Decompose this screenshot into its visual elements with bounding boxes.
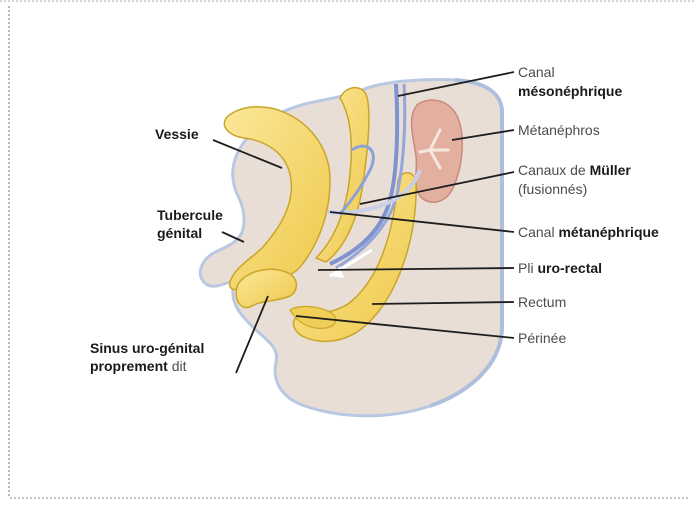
label-sinus-line2: proprement dit bbox=[90, 358, 186, 375]
label-sinus-line1: Sinus uro-génital bbox=[90, 340, 204, 357]
label-metanephros: Métanéphros bbox=[518, 122, 600, 139]
label-tubercule-line1: Tubercule bbox=[157, 207, 223, 224]
label-pli-urorectal: Pli uro-rectal bbox=[518, 260, 602, 277]
label-uro-rectal: uro-rectal bbox=[537, 260, 602, 276]
label-muller: Müller bbox=[590, 162, 631, 178]
label-canal-metanephrique: Canal métanéphrique bbox=[518, 224, 659, 241]
label-canal-meso-line2: mésonéphrique bbox=[518, 83, 622, 100]
label-rectum: Rectum bbox=[518, 294, 566, 311]
label-vessie: Vessie bbox=[155, 126, 199, 143]
label-perinee: Périnée bbox=[518, 330, 566, 347]
label-pli: Pli bbox=[518, 260, 534, 276]
label-sinus-dit: dit bbox=[172, 358, 187, 374]
label-canaux-de: Canaux de bbox=[518, 162, 586, 178]
label-tubercule-line2: génital bbox=[157, 225, 202, 242]
label-sinus-proprement: proprement bbox=[90, 358, 168, 374]
label-canaux-muller: Canaux de Müller bbox=[518, 162, 631, 179]
label-fusionnes: (fusionnés) bbox=[518, 181, 587, 198]
label-canal-meta-b: métanéphrique bbox=[558, 224, 658, 240]
label-canal-meso-line1: Canal bbox=[518, 64, 555, 81]
label-canal-meta-a: Canal bbox=[518, 224, 555, 240]
